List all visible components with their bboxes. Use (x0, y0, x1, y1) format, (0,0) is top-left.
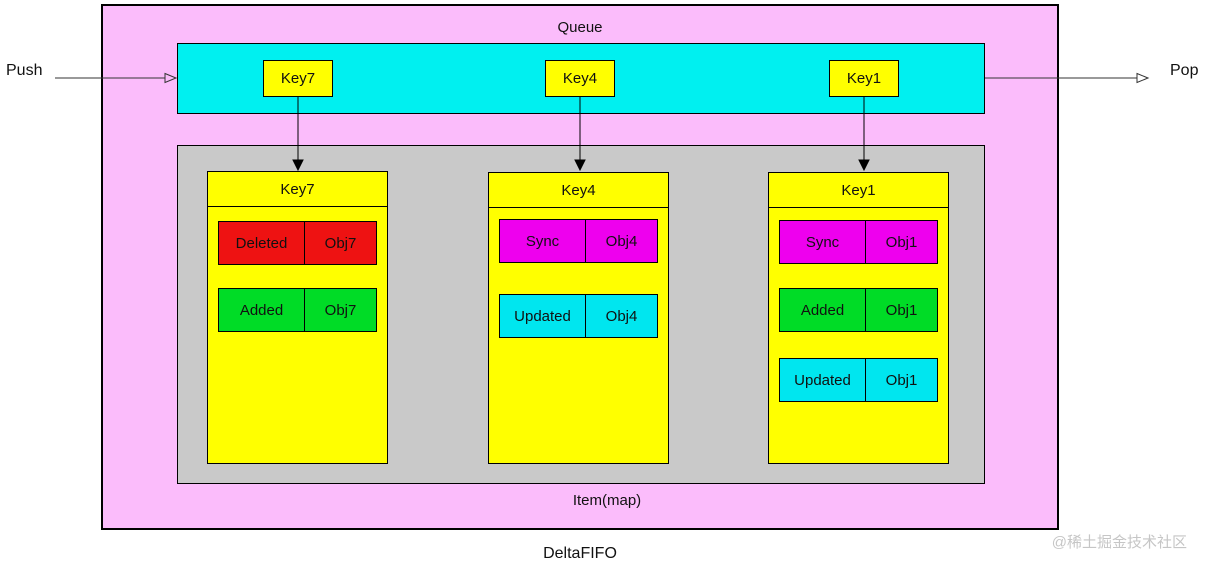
delta-object: Obj1 (885, 301, 918, 319)
delta-column-key1: Key1 Sync Obj1 Added Obj1 Updated Obj1 (768, 172, 949, 464)
queue-key-chip-key7: Key7 (263, 60, 333, 97)
delta-row-updated: Updated Obj1 (779, 358, 938, 402)
delta-object: Obj1 (885, 371, 918, 389)
diagram-title: DeltaFIFO (543, 545, 617, 562)
delta-action: Sync (500, 220, 586, 262)
delta-row-added: Added Obj1 (779, 288, 938, 332)
delta-action: Added (780, 289, 866, 331)
delta-action: Added (219, 289, 305, 331)
delta-column-key7: Key7 Deleted Obj7 Added Obj7 (207, 171, 388, 464)
queue-key-chip-key1: Key1 (829, 60, 899, 97)
delta-object: Obj7 (324, 234, 357, 252)
delta-object: Obj7 (324, 301, 357, 319)
delta-action: Sync (780, 221, 866, 263)
delta-action: Updated (500, 295, 586, 337)
queue-title: Queue (557, 19, 603, 36)
column-header: Key4 (489, 173, 668, 208)
delta-row-updated: Updated Obj4 (499, 294, 658, 338)
item-map-title: Item(map) (572, 492, 642, 509)
delta-row-sync: Sync Obj1 (779, 220, 938, 264)
push-label: Push (6, 62, 43, 79)
delta-object: Obj4 (605, 307, 638, 325)
queue-key-chip-key4: Key4 (545, 60, 615, 97)
delta-row-sync: Sync Obj4 (499, 219, 658, 263)
delta-object: Obj1 (885, 233, 918, 251)
column-header: Key1 (769, 173, 948, 208)
delta-action: Deleted (219, 222, 305, 264)
delta-action: Updated (780, 359, 866, 401)
delta-column-key4: Key4 Sync Obj4 Updated Obj4 (488, 172, 669, 464)
delta-row-deleted: Deleted Obj7 (218, 221, 377, 265)
delta-row-added: Added Obj7 (218, 288, 377, 332)
column-header: Key7 (208, 172, 387, 207)
pop-label: Pop (1170, 62, 1199, 79)
delta-object: Obj4 (605, 232, 638, 250)
watermark: @稀土掘金技术社区 (1051, 534, 1187, 551)
